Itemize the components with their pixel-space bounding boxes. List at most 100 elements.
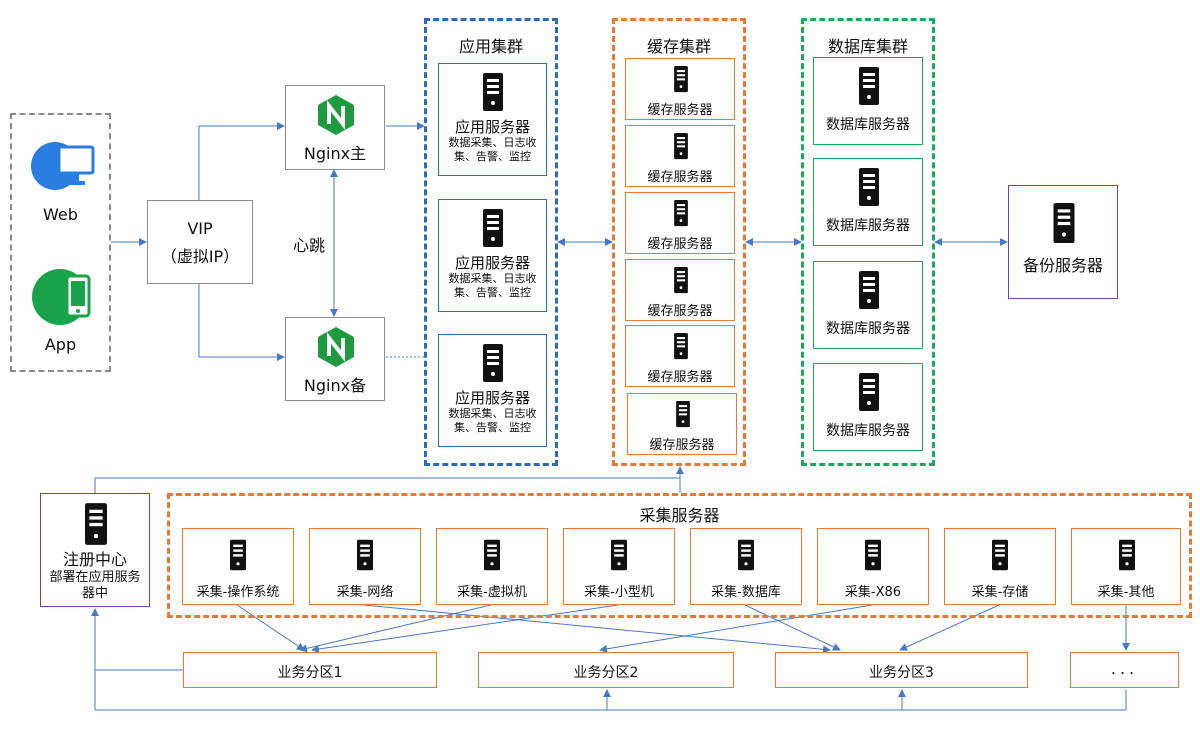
zone-label: ... [1110,659,1139,678]
zone-2: 业务分区2 [478,652,734,688]
app-label: App [44,335,77,354]
nginx-master-label: Nginx主 [303,144,367,163]
server-icon [1119,539,1135,571]
cache-server-label: 缓存服务器 [649,438,715,453]
collector-item: 采集-操作系统 [182,528,294,605]
server-icon [357,539,373,571]
zone-label: 业务分区3 [869,665,934,681]
server-icon [484,539,500,571]
db-server-label: 数据库服务器 [826,117,910,133]
server-icon [230,539,246,571]
cache-server-label: 缓存服务器 [647,370,713,385]
server-icon [859,168,879,206]
collector-label: 采集-网络 [336,585,394,600]
zone-3: 业务分区3 [775,652,1028,688]
app-server-desc: 集、告警、监控 [454,286,531,299]
server-icon [483,209,503,247]
zone-label: 业务分区2 [573,665,639,681]
registry-desc: 器中 [81,586,108,601]
vip-box: VIP （虚拟IP） [147,200,253,284]
web-label: Web [43,205,78,224]
app-server: 应用服务器 数据采集、日志收 集、告警、监控 [438,63,547,176]
app-cluster-title: 应用集群 [458,37,523,56]
db-server: 数据库服务器 [813,57,923,145]
registry-center: 注册中心 部署在应用服务 器中 [40,493,150,607]
zone-label: 业务分区1 [277,665,343,681]
cache-server: 缓存服务器 [625,325,735,387]
collector-item: 采集-其他 [1071,528,1181,605]
server-icon [674,199,688,227]
app-server-desc: 数据采集、日志收 [448,272,537,285]
backup-server: 备份服务器 [1008,185,1118,299]
collector-item: 采集-X86 [817,528,929,605]
cache-server: 缓存服务器 [625,58,735,120]
collector-label: 采集-存储 [971,585,1029,600]
server-icon [483,73,503,111]
server-icon [865,539,881,571]
nginx-logo-icon [318,95,354,135]
server-icon [738,539,754,571]
collector-label: 采集-操作系统 [196,585,280,600]
collector-item: 采集-存储 [944,528,1056,605]
server-icon [859,271,879,309]
app-server-name: 应用服务器 [454,389,530,407]
collector-label: 采集-虚拟机 [457,585,527,600]
cache-server: 缓存服务器 [625,125,735,187]
collector-label: 采集-X86 [844,585,902,600]
cache-cluster-title: 缓存集群 [646,37,711,56]
registry-desc: 部署在应用服务 [49,570,141,585]
cache-cluster: 缓存集群 [612,18,746,466]
collector-label: 采集-其他 [1097,585,1155,600]
server-icon [483,344,503,382]
app-server-desc: 数据采集、日志收 [448,407,537,420]
cache-server-label: 缓存服务器 [647,304,713,319]
db-server-label: 数据库服务器 [826,423,910,439]
db-server: 数据库服务器 [813,158,923,246]
cache-server: 缓存服务器 [627,393,737,455]
heartbeat-label: 心跳 [293,236,326,255]
cache-server-label: 缓存服务器 [647,237,713,252]
collector-label: 采集-数据库 [711,585,781,600]
server-icon [85,503,107,545]
collector-item: 采集-数据库 [690,528,802,605]
server-icon [674,266,688,294]
db-server-label: 数据库服务器 [826,218,910,234]
server-icon [674,132,688,160]
app-server-desc: 集、告警、监控 [454,421,531,434]
app-server: 应用服务器 数据采集、日志收 集、告警、监控 [438,199,547,312]
server-icon [611,539,627,571]
nginx-logo-icon [318,327,354,367]
collector-group: 采集服务器 [167,493,1192,618]
nginx-backup: Nginx备 [285,317,385,401]
web-monitor-icon [31,142,95,190]
server-icon [674,332,688,360]
server-icon [859,67,879,105]
app-server: 应用服务器 数据采集、日志收 集、告警、监控 [438,334,547,447]
collector-item: 采集-小型机 [563,528,675,605]
app-phone-icon [32,269,91,325]
server-icon [1053,203,1075,243]
registry-title: 注册中心 [62,550,127,569]
db-cluster: 数据库集群 [801,18,935,466]
db-server-label: 数据库服务器 [826,321,910,337]
collector-item: 采集-虚拟机 [436,528,548,605]
nginx-master: Nginx主 [285,85,385,170]
cache-server-label: 缓存服务器 [647,103,713,118]
cache-server: 缓存服务器 [625,259,735,321]
cache-server-label: 缓存服务器 [647,170,713,185]
client-group: Web App [10,113,111,372]
zone-more: ... [1070,652,1179,688]
vip-title: VIP [187,219,213,238]
cache-server: 缓存服务器 [625,192,735,254]
db-cluster-title: 数据库集群 [827,37,908,56]
server-icon [992,539,1008,571]
backup-server-label: 备份服务器 [1022,256,1103,275]
zone-1: 业务分区1 [183,652,437,688]
server-icon [676,400,690,428]
app-server-name: 应用服务器 [454,254,530,272]
app-cluster: 应用集群 [424,18,558,466]
collector-item: 采集-网络 [309,528,421,605]
nginx-backup-label: Nginx备 [303,376,367,395]
db-server: 数据库服务器 [813,363,923,451]
db-server: 数据库服务器 [813,261,923,349]
